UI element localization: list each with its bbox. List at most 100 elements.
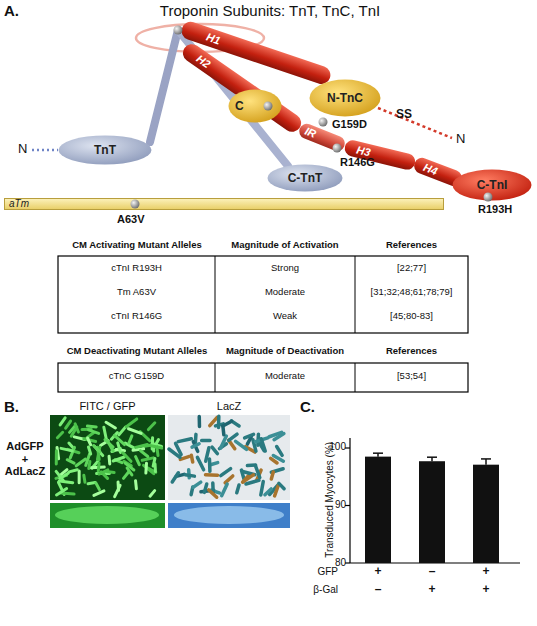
myocyte — [150, 491, 155, 497]
myocyte — [211, 463, 218, 465]
myocyte — [221, 469, 231, 476]
myocyte — [87, 425, 96, 429]
myocyte — [57, 432, 62, 437]
myocyte — [105, 440, 113, 447]
myocyte — [126, 419, 136, 427]
residue-dot — [319, 118, 328, 127]
residue-dot — [484, 193, 493, 202]
node-label: H1 — [205, 31, 222, 46]
image-label: FITC / GFP — [50, 400, 165, 413]
mutation-label: N — [456, 132, 472, 147]
myocyte — [197, 417, 201, 427]
table-cell: cTnI R193H — [58, 263, 215, 274]
myocyte — [172, 473, 178, 482]
panel-letter: C. — [300, 398, 330, 415]
category-label: + — [368, 565, 388, 579]
micrograph — [168, 415, 290, 500]
myocyte — [275, 486, 279, 496]
category-label: + — [476, 565, 496, 579]
mutation-label: R146G — [340, 156, 390, 169]
myocyte — [197, 457, 203, 469]
table-cell: Moderate — [215, 371, 355, 382]
myocyte — [88, 438, 91, 445]
myocyte — [66, 421, 71, 428]
myocyte — [192, 444, 199, 447]
node-label: H3 — [355, 143, 371, 157]
myocyte — [78, 471, 81, 483]
n-terminal-tail — [378, 108, 452, 138]
myocyte — [277, 447, 282, 456]
myocyte — [113, 457, 124, 461]
myocyte — [269, 432, 281, 436]
image-label: AdGFP + AdLacZ — [3, 440, 47, 478]
myocyte — [89, 430, 99, 434]
domain-ellipse: C-TnI — [452, 169, 532, 201]
cell-group — [56, 418, 162, 497]
category-label: GFP — [296, 566, 338, 578]
domain-ellipse: C — [228, 89, 282, 123]
table-cell: [22;77] — [355, 263, 468, 274]
ellipse-shape — [229, 90, 282, 123]
myocyte — [136, 457, 140, 465]
table-cell: References — [355, 346, 468, 357]
myocyte — [107, 471, 114, 472]
table-rule — [215, 363, 216, 392]
domain-ellipse: N-TnC — [309, 79, 381, 117]
myocyte — [89, 462, 90, 469]
bar — [419, 461, 445, 563]
table-cell: Magnitude of Activation — [215, 240, 355, 251]
table-cell: [31;32;48;61;78;79] — [355, 287, 468, 298]
error-cap — [373, 452, 383, 454]
myocyte — [202, 439, 210, 443]
table-cell: [53;54] — [355, 371, 468, 382]
table-cell: cTnI R146G — [58, 311, 215, 322]
myocyte — [236, 441, 247, 449]
table-rule — [215, 256, 216, 333]
myocyte — [104, 427, 106, 438]
myocyte — [136, 444, 148, 447]
myocyte — [94, 491, 104, 496]
residue-dot — [131, 200, 140, 209]
table-cell: CM Deactivating Mutant Alleles — [40, 346, 234, 357]
myocyte — [191, 455, 192, 462]
category-label: + — [476, 583, 496, 597]
myocyte — [96, 483, 100, 489]
node-label: IR — [304, 125, 318, 139]
error-cap — [481, 458, 491, 460]
residue-dot — [174, 26, 183, 35]
myocyte — [222, 484, 228, 496]
myocyte — [69, 470, 77, 472]
axis-title: Transduced Myocytes (%) — [324, 435, 336, 565]
myocyte — [57, 489, 67, 496]
filament-bar: aTm — [4, 198, 444, 210]
mutation-label: A63V — [117, 213, 157, 226]
myocyte — [125, 463, 134, 470]
myocyte — [125, 443, 135, 449]
myocyte — [88, 447, 90, 454]
myocyte — [148, 423, 154, 430]
domain-ellipse: C-TnT — [267, 164, 343, 192]
cell-group — [169, 416, 284, 497]
node-label: H2 — [195, 53, 213, 70]
myocyte — [76, 459, 85, 466]
node-label: C-TnT — [288, 172, 323, 184]
myocyte — [134, 481, 138, 489]
panel-letter: B. — [4, 398, 34, 415]
category-label: – — [368, 583, 388, 597]
table-cell: Tm A63V — [58, 287, 215, 298]
myocyte — [144, 463, 148, 473]
table-cell: Strong — [215, 263, 355, 274]
mutation-label: R193H — [478, 203, 528, 216]
myocyte — [261, 482, 263, 495]
table-border — [58, 363, 468, 392]
node-label: C — [235, 100, 244, 112]
micrograph — [50, 415, 165, 500]
myocyte — [108, 456, 112, 464]
myocyte — [97, 463, 101, 471]
table-cell: Weak — [215, 311, 355, 322]
myocyte — [265, 489, 271, 495]
ellipse-shape — [268, 165, 343, 192]
myocyte — [88, 483, 95, 484]
myocyte — [229, 434, 237, 440]
